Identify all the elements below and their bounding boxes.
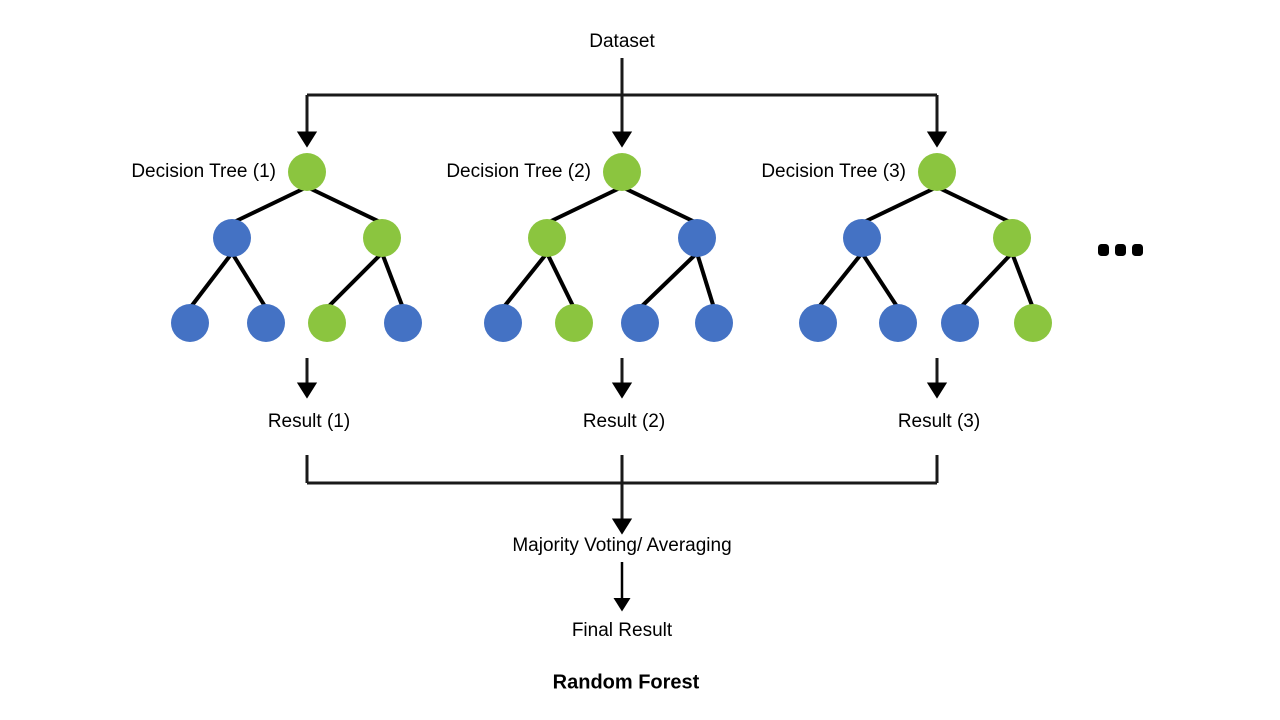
decision-tree-2-label: Decision Tree (2): [446, 161, 591, 182]
edge-level2-to-leaf: [1010, 252, 1035, 309]
tree-node-level2: [213, 219, 251, 257]
final-result-label: Final Result: [572, 620, 673, 641]
edge-root-to-level2: [861, 185, 938, 225]
edge-root-to-level2: [306, 185, 383, 225]
tree-node-root: [288, 153, 326, 191]
edge-root-to-level2: [231, 185, 308, 225]
edge-level2-to-leaf: [188, 251, 234, 310]
edge-root-to-level2: [621, 185, 698, 225]
tree-node-leaf: [384, 304, 422, 342]
tree-node-level2: [843, 219, 881, 257]
decision-tree-3-label: Decision Tree (3): [761, 161, 906, 182]
tree-node-leaf: [555, 304, 593, 342]
decision-tree-1-label: Decision Tree (1): [131, 161, 276, 182]
tree-node-root: [918, 153, 956, 191]
ellipsis-dot: [1098, 244, 1109, 256]
tree-node-leaf: [941, 304, 979, 342]
tree-node-leaf: [695, 304, 733, 342]
edge-level2-to-leaf: [545, 252, 576, 309]
edge-level2-to-leaf: [230, 251, 268, 310]
edge-level2-to-leaf: [325, 251, 384, 310]
dataset-label: Dataset: [589, 31, 655, 52]
tree-node-leaf: [171, 304, 209, 342]
tree-node-level2: [363, 219, 401, 257]
tree-node-level2: [993, 219, 1031, 257]
edge-level2-to-leaf: [501, 251, 549, 310]
diagram-title: Random Forest: [553, 671, 700, 693]
tree-nodes-group: [171, 153, 1052, 342]
edge-level2-to-leaf: [380, 252, 405, 309]
tree-node-root: [603, 153, 641, 191]
tree-node-level2: [528, 219, 566, 257]
tree-node-level2: [678, 219, 716, 257]
tree-node-leaf: [799, 304, 837, 342]
edge-level2-to-leaf: [958, 251, 1014, 310]
edge-level2-to-leaf: [860, 251, 900, 310]
tree-edges-group: [188, 185, 1035, 310]
majority-voting-label: Majority Voting/ Averaging: [512, 535, 731, 556]
tree-node-leaf: [621, 304, 659, 342]
ellipsis-dot: [1132, 244, 1143, 256]
result-1-label: Result (1): [268, 411, 350, 432]
edge-root-to-level2: [936, 185, 1013, 225]
edge-level2-to-leaf: [695, 252, 716, 309]
ellipsis-dot: [1115, 244, 1126, 256]
tree-node-leaf: [484, 304, 522, 342]
tree-node-leaf: [308, 304, 346, 342]
result-3-label: Result (3): [898, 411, 980, 432]
edge-level2-to-leaf: [638, 251, 699, 310]
ellipsis-icon: [1098, 244, 1143, 256]
result-2-label: Result (2): [583, 411, 665, 432]
flow-arrows-group: [296, 58, 948, 612]
edge-level2-to-leaf: [816, 251, 864, 310]
tree-node-leaf: [1014, 304, 1052, 342]
tree-node-leaf: [247, 304, 285, 342]
edge-root-to-level2: [546, 185, 623, 225]
tree-node-leaf: [879, 304, 917, 342]
